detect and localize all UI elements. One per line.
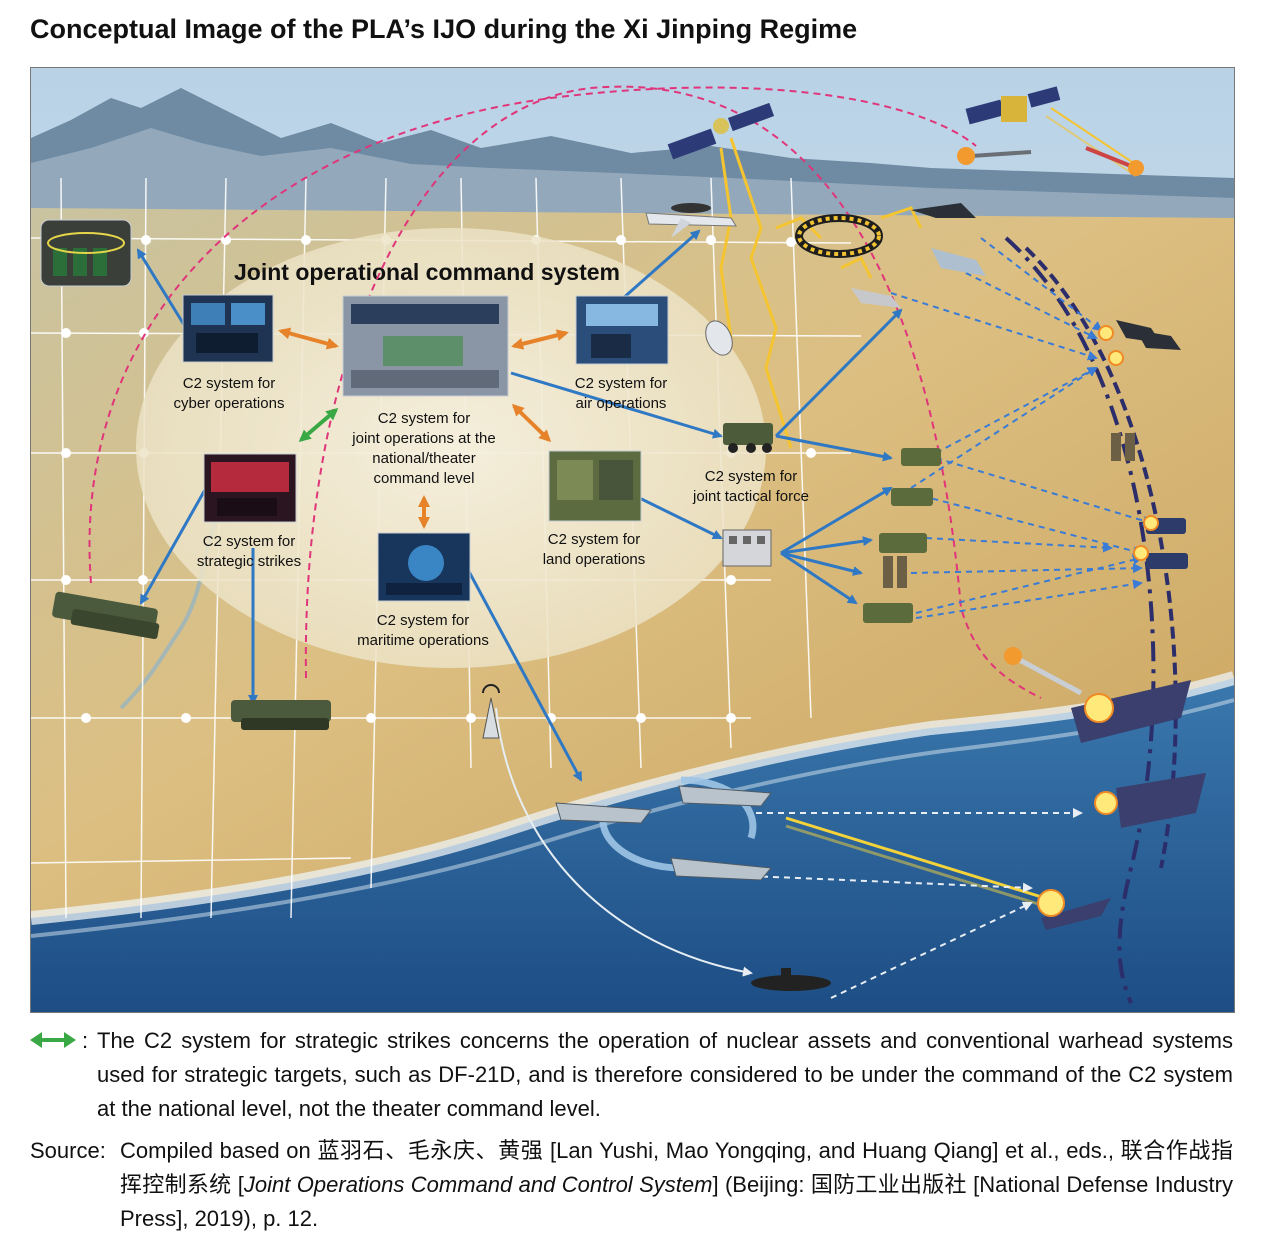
soldier-icon bbox=[883, 433, 1135, 588]
command-system-heading: Joint operational command system bbox=[234, 259, 620, 285]
label-air-line1: C2 system for bbox=[575, 375, 668, 392]
c2-cyber-photo bbox=[182, 294, 274, 363]
source-label: Source: bbox=[30, 1138, 106, 1163]
missile-icon bbox=[957, 147, 1032, 165]
satellite-icon bbox=[667, 102, 775, 160]
label-joint-line4: command level bbox=[374, 470, 475, 487]
missile-launcher-icon bbox=[52, 591, 160, 640]
destroyer-icon bbox=[555, 785, 772, 881]
submarine-link bbox=[495, 707, 753, 977]
enemy-ship-icon bbox=[1041, 680, 1206, 930]
naval-engagement-arrows bbox=[750, 808, 1083, 999]
c2-strategic-photo bbox=[203, 453, 297, 523]
note-text: The C2 system for strategic strikes conc… bbox=[97, 1028, 1233, 1121]
awacs-aircraft-icon bbox=[645, 203, 737, 238]
missile-icon bbox=[1004, 647, 1083, 696]
source-part2: ] (Beijing: 国防工业出版社 [National Defense In… bbox=[120, 1172, 1233, 1231]
label-land-line1: C2 system for bbox=[548, 531, 641, 548]
note-colon: : bbox=[82, 1028, 89, 1053]
signal-lines bbox=[719, 137, 923, 449]
source-part1: Compiled based on 蓝羽石、毛永庆、黄强 [Lan Yushi,… bbox=[120, 1138, 1233, 1197]
c2-joint-photo bbox=[342, 295, 509, 397]
c2-tactical-vehicle-icon bbox=[723, 423, 773, 453]
label-strategic-line1: C2 system for bbox=[203, 533, 296, 550]
green-double-arrow-icon bbox=[30, 1032, 76, 1048]
c2-maritime-photo bbox=[377, 532, 471, 602]
label-strategic-line2: strategic strikes bbox=[197, 553, 301, 570]
command-arrows bbox=[136, 229, 903, 782]
label-maritime-line2: maritime operations bbox=[357, 632, 489, 649]
fighter-jet-icon bbox=[851, 288, 901, 308]
source-text: Compiled based on 蓝羽石、毛永庆、黄强 [Lan Yushi,… bbox=[120, 1134, 1233, 1236]
label-tactical-line2: joint tactical force bbox=[692, 488, 809, 505]
antenna-icon bbox=[482, 684, 500, 739]
surf bbox=[31, 671, 1234, 925]
sea bbox=[31, 678, 1234, 1012]
server-icon bbox=[40, 219, 132, 287]
label-air-line2: air operations bbox=[576, 395, 667, 412]
label-joint-line1: C2 system for bbox=[378, 410, 471, 427]
source-book-title: Joint Operations Command and Control Sys… bbox=[243, 1172, 713, 1197]
orange-links bbox=[278, 327, 569, 529]
label-joint-line3: national/theater bbox=[372, 450, 475, 467]
c2-land-photo bbox=[548, 450, 642, 522]
green-link bbox=[298, 408, 339, 442]
label-land-line2: land operations bbox=[543, 551, 646, 568]
submarine-icon bbox=[751, 968, 831, 991]
label-cyber-line2: cyber operations bbox=[174, 395, 285, 412]
label-joint-line2: joint operations at the bbox=[351, 430, 495, 447]
diagram-figure: Joint operational command system bbox=[30, 67, 1235, 1013]
laser-wave-1 bbox=[1045, 107, 1142, 177]
label-cyber-line1: C2 system for bbox=[183, 375, 276, 392]
c2-land-building-icon bbox=[722, 529, 772, 567]
figure-note: : The C2 system for strategic strikes co… bbox=[30, 1024, 1233, 1126]
laser-wave-2 bbox=[785, 816, 1062, 913]
missile-launcher-icon bbox=[231, 700, 331, 730]
label-maritime-line1: C2 system for bbox=[377, 612, 470, 629]
fighter-jet-icon bbox=[931, 248, 986, 276]
tank-icon bbox=[863, 448, 941, 623]
missile-icon bbox=[1085, 146, 1144, 176]
fighter-jet-icon bbox=[911, 203, 1181, 350]
radar-dish-icon bbox=[705, 320, 733, 356]
explosion-icon bbox=[1037, 325, 1159, 917]
engagement-arrows bbox=[890, 237, 1153, 619]
label-tactical-line1: C2 system for bbox=[705, 468, 798, 485]
satellite-icon bbox=[965, 86, 1061, 125]
source-citation: Source: Compiled based on 蓝羽石、毛永庆、黄强 [La… bbox=[30, 1134, 1233, 1236]
c2-air-photo bbox=[575, 295, 669, 365]
page-title: Conceptual Image of the PLA’s IJO during… bbox=[30, 14, 858, 44]
command-system-ellipse bbox=[136, 228, 766, 668]
